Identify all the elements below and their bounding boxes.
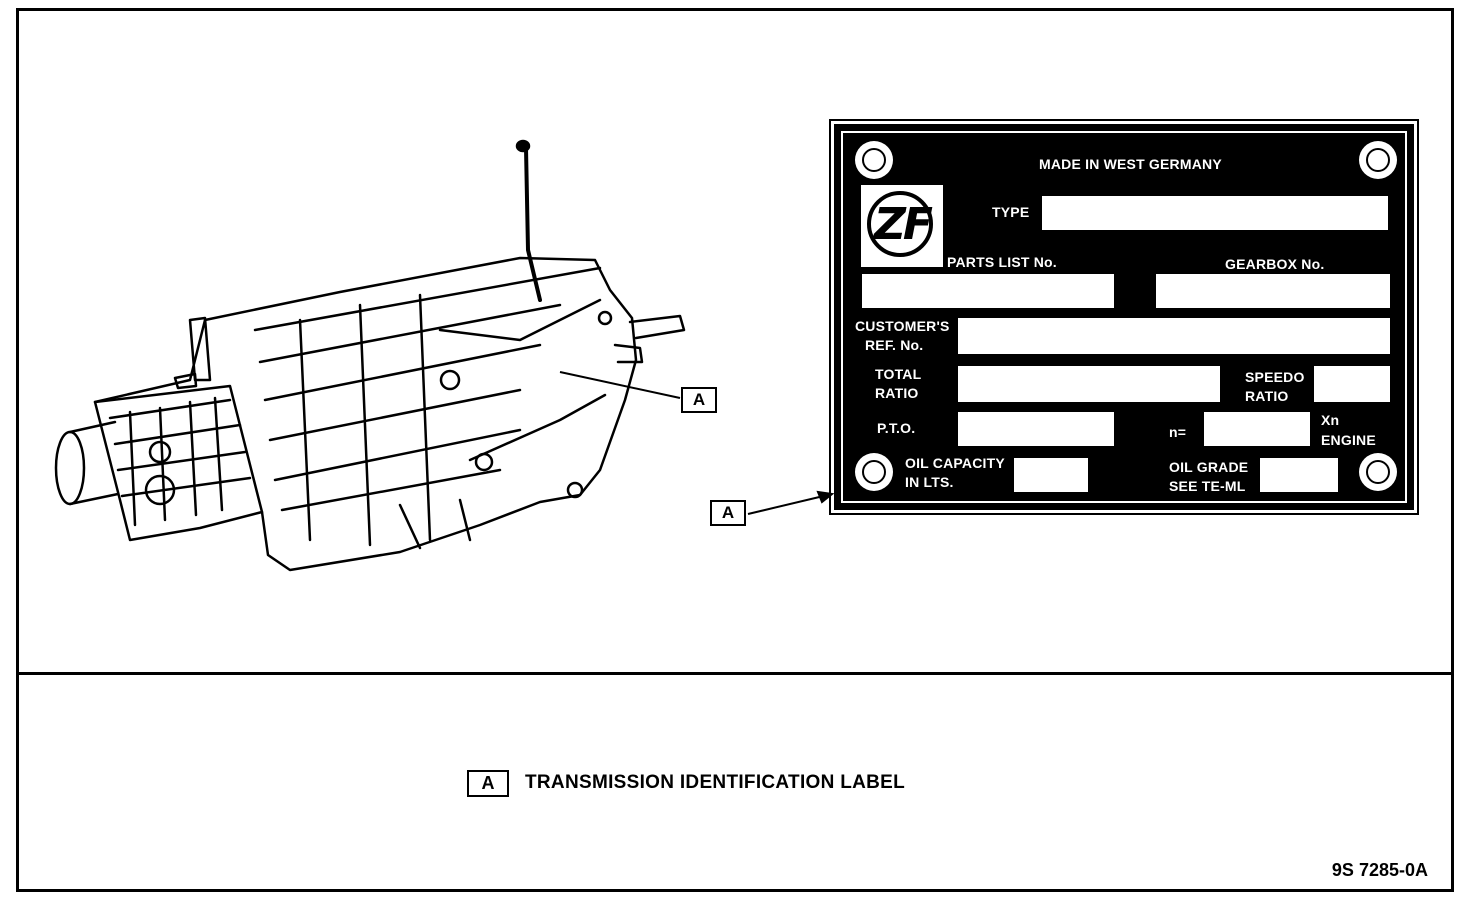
gearbox-field: [1155, 273, 1391, 309]
speedo-ratio-label-1: SPEEDO: [1245, 369, 1305, 385]
mounting-hole-icon: [855, 141, 893, 179]
plate-border: [841, 131, 1407, 503]
speedo-ratio-label-2: RATIO: [1245, 388, 1289, 404]
callout-a-transmission: A: [681, 387, 717, 413]
figure-frame: [16, 8, 1454, 892]
n-field: [1203, 411, 1311, 447]
total-ratio-label-2: RATIO: [875, 385, 919, 401]
type-label: TYPE: [992, 204, 1030, 220]
customers-ref-label-1: CUSTOMER'S: [855, 318, 950, 334]
xn-label: Xn: [1321, 412, 1340, 428]
plate-header: MADE IN WEST GERMANY: [1039, 156, 1222, 172]
zf-logo-text: ZF: [874, 199, 933, 250]
mounting-hole-icon: [1359, 453, 1397, 491]
total-ratio-field: [957, 365, 1221, 403]
oil-grade-label-1: OIL GRADE: [1169, 459, 1249, 475]
customers-ref-field: [957, 317, 1391, 355]
pto-label: P.T.O.: [877, 420, 916, 436]
zf-logo: ZF: [861, 185, 943, 267]
legend-text: TRANSMISSION IDENTIFICATION LABEL: [525, 772, 906, 793]
oil-grade-field: [1259, 457, 1339, 493]
mounting-hole-icon: [1359, 141, 1397, 179]
legend-key: A: [467, 769, 509, 797]
gearbox-label: GEARBOX No.: [1225, 256, 1325, 272]
speedo-ratio-field: [1313, 365, 1391, 403]
oil-capacity-label-2: IN LTS.: [905, 474, 954, 490]
type-field: [1041, 195, 1389, 231]
oil-capacity-label-1: OIL CAPACITY: [905, 455, 1005, 471]
legend-divider: [16, 672, 1454, 675]
callout-a-plate: A: [710, 500, 746, 526]
oil-capacity-field: [1013, 457, 1089, 493]
parts-list-label: PARTS LIST No.: [947, 254, 1057, 270]
pto-field: [957, 411, 1115, 447]
zf-logo-ring: [867, 191, 933, 257]
total-ratio-label-1: TOTAL: [875, 366, 922, 382]
engine-label: ENGINE: [1321, 432, 1376, 448]
identification-plate: MADE IN WEST GERMANY ZF TYPE PARTS LIST …: [829, 119, 1419, 515]
customers-ref-label-2: REF. No.: [865, 337, 924, 353]
legend: A TRANSMISSION IDENTIFICATION LABEL: [467, 768, 905, 798]
n-label: n=: [1169, 424, 1187, 440]
figure-number: 9S 7285-0A: [1331, 860, 1428, 880]
parts-list-field: [861, 273, 1115, 309]
oil-grade-label-2: SEE TE-ML: [1169, 478, 1246, 494]
mounting-hole-icon: [855, 453, 893, 491]
